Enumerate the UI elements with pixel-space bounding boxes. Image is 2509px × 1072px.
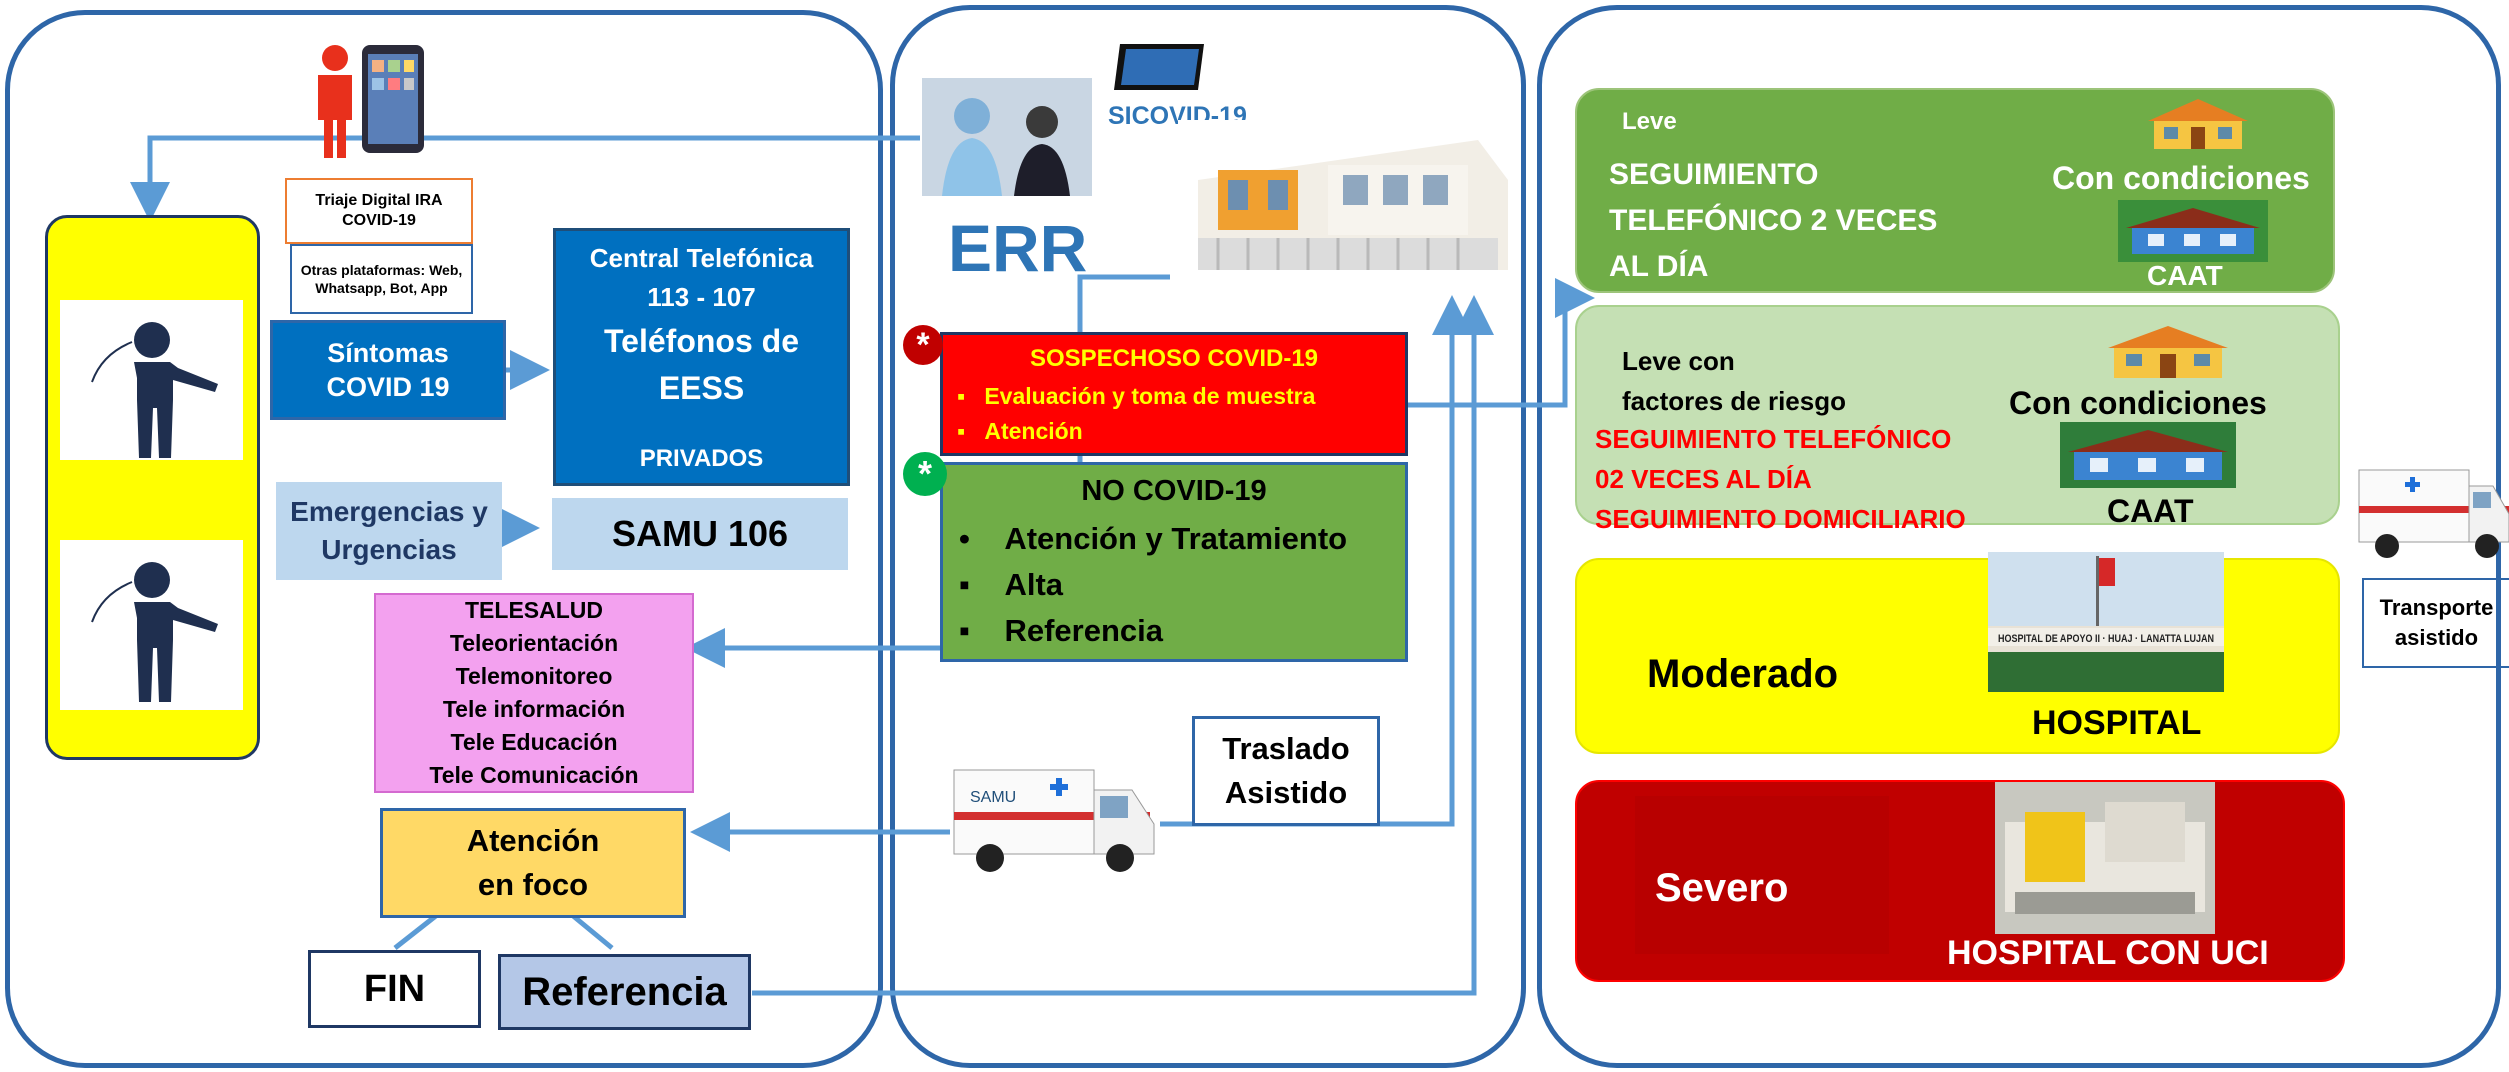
house-icon: [2108, 326, 2228, 378]
telesalud-line: Tele información: [442, 696, 626, 722]
transport-line: asistido: [2394, 625, 2479, 650]
fin-box: FIN: [308, 950, 481, 1028]
non-covid-marker: *: [903, 452, 947, 496]
telesalud-line: Teleorientación: [449, 630, 619, 656]
transport-ambulance-image: [2358, 469, 2509, 558]
leve-conditions-label: Con condiciones: [2052, 160, 2310, 196]
severo-box: Severo HOSPITAL CON UCI: [1575, 780, 2345, 982]
leve-riesgo-caat-label: CAAT: [2107, 493, 2194, 529]
telesalud-box: TELESALUD Teleorientación Telemonitoreo …: [374, 593, 694, 793]
emergencies-line: Emergencias y: [290, 496, 488, 527]
leve-riesgo-title: Leve con factores de riesgo: [1622, 346, 1846, 416]
traslado-line: Asistido: [1224, 775, 1348, 810]
central-line: 113 - 107: [647, 282, 756, 312]
symptoms-box: Síntomas COVID 19: [270, 320, 506, 420]
caller-icon: [91, 322, 218, 458]
medical-staff-photo: [922, 78, 1092, 196]
triage-box: Triaje Digital IRA COVID-19: [285, 178, 473, 244]
leve-riesgo-follow-up: SEGUIMIENTO TELEFÓNICO 02 VECES AL DÍA S…: [1595, 424, 1966, 534]
caat-building-image: [2118, 200, 2268, 262]
hospital-photo: HOSPITAL DE APOYO II · HUAJ · LANATTA LU…: [1988, 552, 2224, 692]
severo-title: Severo: [1655, 866, 1789, 910]
leve-riesgo-conditions-label: Con condiciones: [2009, 385, 2267, 421]
no-covid-title: NO COVID-19: [1081, 475, 1267, 507]
hospital-sign: HOSPITAL DE APOYO II · HUAJ · LANATTA LU…: [1998, 633, 2214, 645]
transport-line: Transporte: [2379, 595, 2494, 620]
symptoms-line: Síntomas: [327, 338, 449, 368]
caller-icon: [91, 562, 218, 702]
sospechoso-box: SOSPECHOSO COVID-19 ▪ Evaluación y toma …: [940, 332, 1408, 456]
no-covid-item: • Atención y Tratamiento: [959, 521, 1348, 556]
leve-caat-label: CAAT: [2147, 260, 2223, 291]
severo-title-panel: [1635, 796, 1889, 954]
moderado-facility: HOSPITAL: [2032, 704, 2202, 742]
uci-hospital-photo: [1995, 782, 2215, 934]
sospechoso-item: ▪ Atención: [957, 418, 1083, 444]
telesalud-line: TELESALUD: [465, 597, 603, 623]
focus-line: en foco: [477, 867, 589, 902]
caat-building-image: [2060, 422, 2236, 488]
svg-text:SAMU: SAMU: [970, 789, 1016, 806]
phone-card: [60, 300, 243, 460]
err-building-photo: [1178, 120, 1518, 280]
ambulance-image: SAMU: [953, 769, 1155, 872]
sospechoso-item: ▪ Evaluación y toma de muestra: [957, 383, 1316, 409]
house-icon: [2148, 99, 2248, 149]
triage-label: Triaje Digital IRA COVID-19: [315, 192, 443, 229]
no-covid-item: ▪ Referencia: [959, 613, 1163, 648]
leve-riesgo-box: Leve con factores de riesgo SEGUIMIENTO …: [1575, 305, 2340, 534]
symptoms-line: COVID 19: [326, 372, 450, 402]
transport-box: Transporte asistido: [2362, 578, 2509, 668]
central-line: Teléfonos de: [604, 323, 799, 359]
telesalud-line: Tele Comunicación: [429, 762, 639, 788]
phone-sidebar: [45, 215, 260, 760]
referencia-box: Referencia: [498, 954, 751, 1030]
referencia-label: Referencia: [522, 969, 727, 1014]
central-line: PRIVADOS: [639, 445, 764, 472]
leve-follow-up: SEGUIMIENTO TELEFÓNICO 2 VECES AL DÍA: [1609, 158, 1938, 283]
focus-box: Atención en foco: [380, 808, 686, 918]
traslado-line: Traslado: [1222, 731, 1350, 766]
moderado-box: Moderado HOSPITAL: [1575, 558, 2340, 754]
phone-card: [60, 540, 243, 710]
platforms-label: Otras plataformas: Web, Whatsapp, Bot, A…: [300, 262, 463, 296]
telesalud-line: Tele Educación: [450, 729, 618, 755]
telesalud-line: Telemonitoreo: [455, 663, 613, 689]
central-line: Central Telefónica: [589, 243, 814, 273]
emergencies-line: Urgencias: [321, 534, 457, 565]
fin-label: FIN: [363, 967, 426, 1010]
sospechoso-title: SOSPECHOSO COVID-19: [1029, 345, 1319, 372]
central-telefonica-box: Central Telefónica 113 - 107 Teléfonos d…: [553, 228, 850, 486]
no-covid-item: ▪ Alta: [959, 567, 1064, 602]
leve-title: Leve: [1622, 108, 1677, 135]
emergencies-box: Emergencias y Urgencias: [276, 482, 502, 580]
severo-facility: HOSPITAL CON UCI: [1947, 934, 2269, 972]
platforms-box: Otras plataformas: Web, Whatsapp, Bot, A…: [290, 244, 473, 314]
samu-box: SAMU 106: [552, 498, 848, 570]
moderado-title: Moderado: [1647, 652, 1839, 696]
central-line: EESS: [658, 370, 745, 406]
traslado-box: Traslado Asistido: [1192, 716, 1380, 826]
tablet-icon: [1114, 44, 1204, 90]
err-label: ERR: [948, 211, 1088, 285]
suspect-marker: *: [903, 325, 943, 365]
samu-label: SAMU 106: [611, 513, 789, 554]
focus-line: Atención: [466, 823, 600, 858]
no-covid-box: NO COVID-19 • Atención y Tratamiento ▪ A…: [940, 462, 1408, 662]
person-phone-icon: [318, 45, 424, 158]
